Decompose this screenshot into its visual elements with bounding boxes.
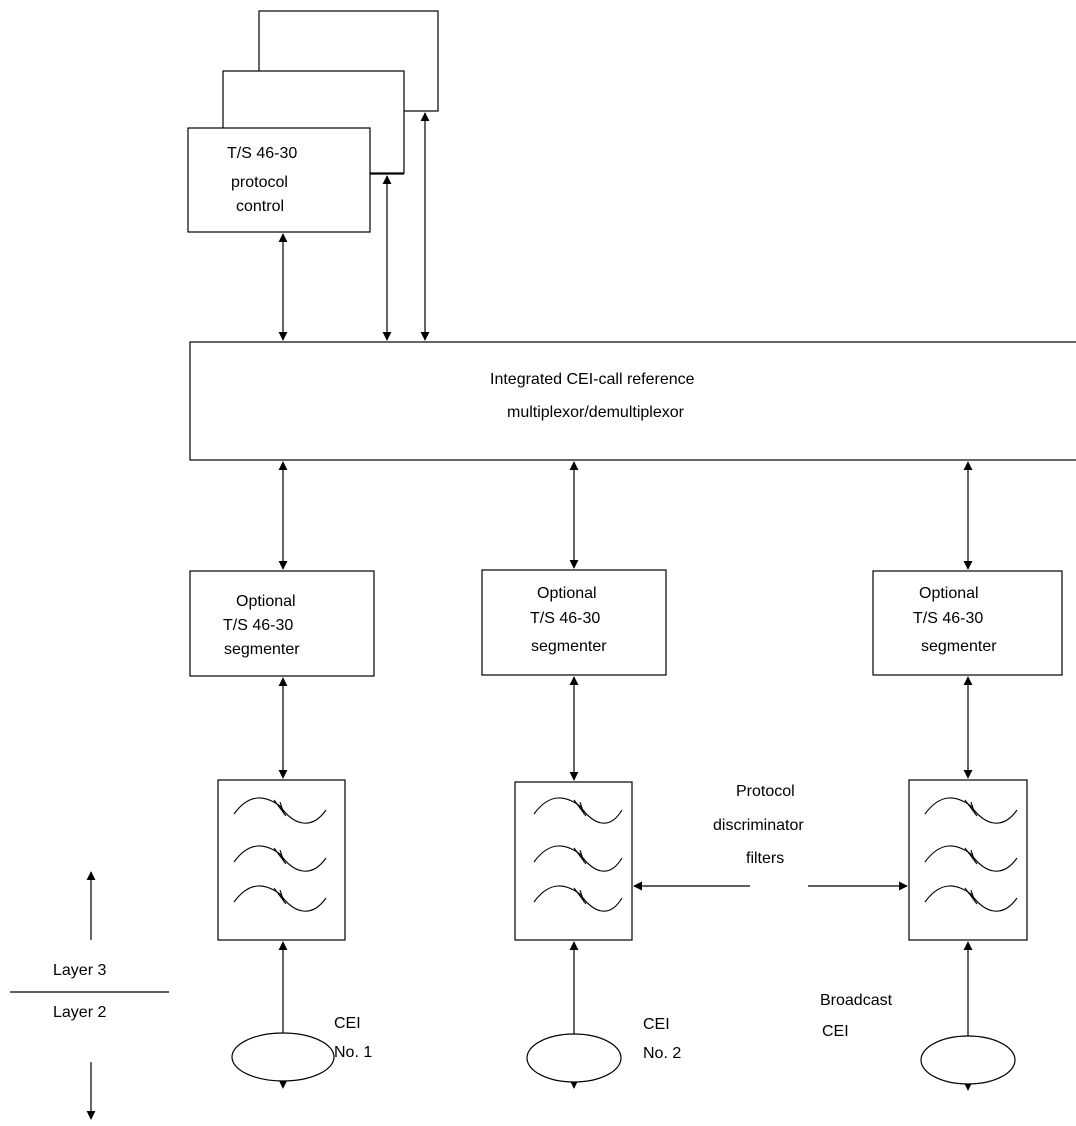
filter-wave-1-3 <box>233 885 327 912</box>
protocol-control-box <box>187 127 371 233</box>
filter-wave-1-2-cross <box>273 847 287 865</box>
segmenter-2-line-1: Optional <box>537 585 597 602</box>
filter-wave-3-2-cross <box>964 847 978 865</box>
filter-wave-3-3 <box>924 885 1018 912</box>
filters-label-line-2: discriminator <box>713 817 804 834</box>
cei-ellipse-3 <box>920 1035 1016 1085</box>
filters-annotation: Protocol discriminator filters <box>633 783 908 891</box>
segmenter-3-line-2: T/S 46-30 <box>913 610 983 627</box>
segmenter-1-line-3: segmenter <box>224 641 300 658</box>
segmenter-3-line-1: Optional <box>919 585 979 602</box>
cei-3-line-1: Broadcast <box>820 992 893 1009</box>
filter-wave-2-3 <box>533 885 623 912</box>
multiplexor-line-2: multiplexor/demultiplexor <box>507 404 685 421</box>
multiplexor-block: Integrated CEI-call reference multiplexo… <box>189 341 1076 461</box>
multiplexor-box <box>189 341 1076 461</box>
layer-3-label: Layer 3 <box>53 962 106 979</box>
cei-column-3: Optional T/S 46-30 segmenter Broadcast C… <box>820 461 1063 1091</box>
segmenter-box-3 <box>872 570 1063 676</box>
segmenter-box-1 <box>189 570 375 677</box>
segmenter-2-line-2: T/S 46-30 <box>530 610 600 627</box>
protocol-control-stack: T/S 46-30 protocol control <box>187 10 439 233</box>
layer-legend: Layer 3 Layer 2 <box>10 871 169 1120</box>
filter-symbols-3 <box>924 797 1018 912</box>
filter-wave-2-1 <box>533 797 623 824</box>
filter-wave-3-1 <box>924 797 1018 824</box>
filter-wave-2-2-cross <box>573 847 587 865</box>
filter-wave-3-2 <box>924 845 1018 872</box>
filter-wave-3-1-cross <box>964 799 978 817</box>
multiplexor-line-1: Integrated CEI-call reference <box>490 371 695 388</box>
cei-column-1: Optional T/S 46-30 segmenter CEI No. 1 <box>189 461 375 1089</box>
cei-2-line-2: No. 2 <box>643 1045 681 1062</box>
cei-1-line-2: No. 1 <box>334 1044 372 1061</box>
filter-wave-1-3-cross <box>273 887 287 905</box>
protocol-control-line-2: protocol <box>231 174 288 191</box>
filter-wave-2-3-cross <box>573 887 587 905</box>
layer-2-label: Layer 2 <box>53 1004 106 1021</box>
segmenter-box-2 <box>481 569 667 676</box>
cei-ellipse-1 <box>231 1032 335 1082</box>
filters-label-line-3: filters <box>746 850 784 867</box>
cei-column-2: Optional T/S 46-30 segmenter CEI No. 2 <box>481 461 681 1089</box>
filter-wave-1-1-cross <box>273 799 287 817</box>
segmenter-3-line-3: segmenter <box>921 638 997 655</box>
filter-symbols-1 <box>233 797 327 912</box>
filters-label-line-1: Protocol <box>736 783 795 800</box>
cei-ellipse-2 <box>526 1033 622 1083</box>
protocol-control-line-1: T/S 46-30 <box>227 145 297 162</box>
segmenter-2-line-3: segmenter <box>531 638 607 655</box>
segmenter-1-line-2: T/S 46-30 <box>223 617 293 634</box>
filter-wave-1-1 <box>233 797 327 824</box>
protocol-control-line-3: control <box>236 198 284 215</box>
filter-box-1 <box>217 779 346 941</box>
cei-1-line-1: CEI <box>334 1015 361 1032</box>
filter-symbols-2 <box>533 797 623 912</box>
segmenter-1-line-1: Optional <box>236 593 296 610</box>
control-connectors <box>278 112 430 341</box>
cei-2-line-1: CEI <box>643 1016 670 1033</box>
filter-box-2 <box>514 781 633 941</box>
filter-wave-2-2 <box>533 845 623 872</box>
cei-3-line-2: CEI <box>822 1023 849 1040</box>
filter-box-3 <box>908 779 1028 941</box>
filter-wave-1-2 <box>233 845 327 872</box>
filter-wave-3-3-cross <box>964 887 978 905</box>
filter-wave-2-1-cross <box>573 799 587 817</box>
